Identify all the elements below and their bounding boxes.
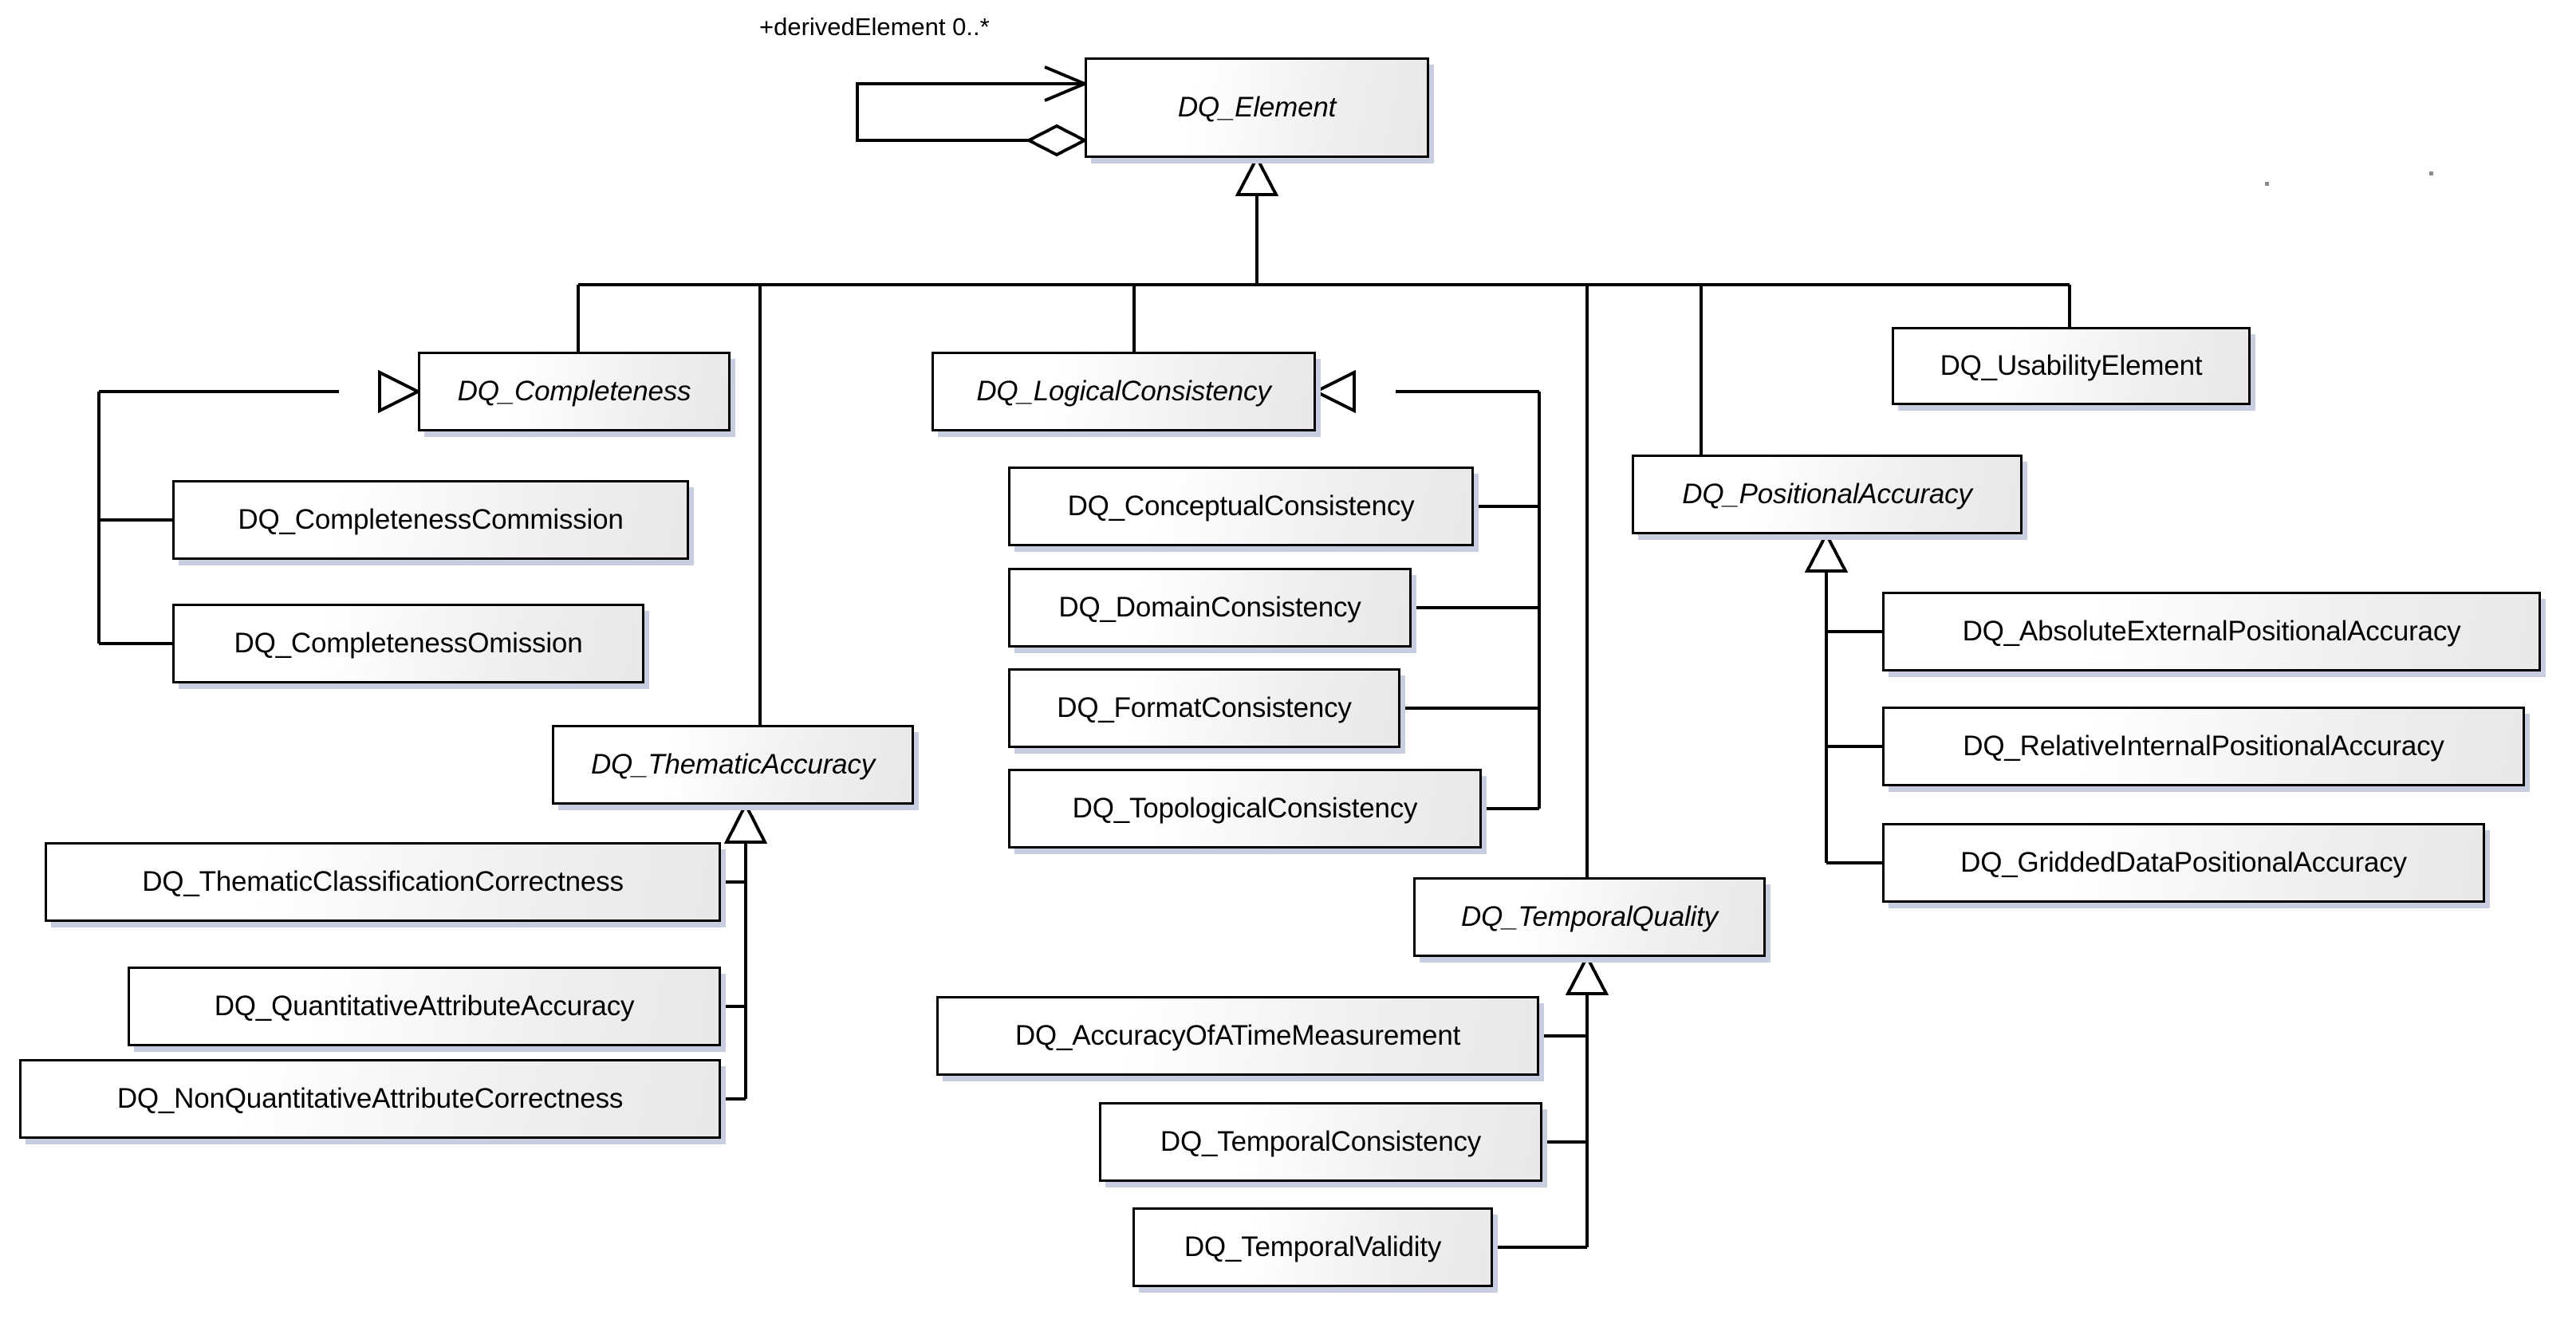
association-role-label: +derivedElement 0..* <box>759 13 990 41</box>
class-name-dq-thematic-accuracy: DQ_ThematicAccuracy <box>590 748 876 780</box>
association-arrowhead <box>1044 65 1089 102</box>
class-name-dq-logical-consistency: DQ_LogicalConsistency <box>976 375 1271 407</box>
class-name-dq-thematic-classification-correctness: DQ_ThematicClassificationCorrectness <box>142 865 624 897</box>
generalization-arrow-to-logical-consistency <box>1312 369 1356 414</box>
class-name-dq-positional-accuracy: DQ_PositionalAccuracy <box>1682 478 1972 510</box>
logical-consistency-subclass-edges <box>1396 390 1541 810</box>
generalization-arrow-to-positional-accuracy <box>1804 530 1849 573</box>
image-speck-left <box>2265 182 2269 186</box>
class-name-dq-non-quantitative-attribute-correctness: DQ_NonQuantitativeAttributeCorrectness <box>116 1082 624 1114</box>
generalization-arrow-to-element <box>1235 154 1279 196</box>
class-box-dq-temporal-validity[interactable]: DQ_TemporalValidity <box>1132 1207 1493 1287</box>
class-box-dq-domain-consistency[interactable]: DQ_DomainConsistency <box>1008 568 1412 648</box>
class-name-dq-domain-consistency: DQ_DomainConsistency <box>1058 591 1361 623</box>
class-name-dq-topological-consistency: DQ_TopologicalConsistency <box>1072 792 1418 824</box>
class-box-dq-temporal-consistency[interactable]: DQ_TemporalConsistency <box>1099 1102 1542 1182</box>
class-box-dq-thematic-accuracy[interactable]: DQ_ThematicAccuracy <box>552 725 914 805</box>
self-aggregation-edge <box>856 82 1085 142</box>
class-box-dq-completeness-omission[interactable]: DQ_CompletenessOmission <box>172 604 644 683</box>
class-box-dq-thematic-classification-correctness[interactable]: DQ_ThematicClassificationCorrectness <box>45 842 721 922</box>
class-name-dq-completeness-commission: DQ_CompletenessCommission <box>238 503 624 535</box>
aggregation-diamond <box>1025 124 1089 157</box>
class-name-dq-usability-element: DQ_UsabilityElement <box>1940 349 2203 381</box>
class-box-dq-absolute-external-positional-accuracy[interactable]: DQ_AbsoluteExternalPositionalAccuracy <box>1882 592 2541 671</box>
class-name-dq-absolute-external-positional-accuracy: DQ_AbsoluteExternalPositionalAccuracy <box>1962 615 2461 647</box>
class-box-dq-usability-element[interactable]: DQ_UsabilityElement <box>1892 327 2251 405</box>
class-name-dq-gridded-data-positional-accuracy: DQ_GriddedDataPositionalAccuracy <box>1960 846 2407 878</box>
image-speck-right <box>2429 171 2433 175</box>
positional-accuracy-subclass-edges <box>1825 573 1882 864</box>
generalization-arrow-to-temporal-quality <box>1565 953 1609 995</box>
class-name-dq-temporal-quality: DQ_TemporalQuality <box>1461 900 1718 932</box>
class-name-dq-completeness-omission: DQ_CompletenessOmission <box>234 627 583 659</box>
thematic-accuracy-subclass-edges <box>721 844 747 1101</box>
class-name-dq-temporal-consistency: DQ_TemporalConsistency <box>1160 1125 1482 1157</box>
class-name-dq-accuracy-of-a-time-measurement: DQ_AccuracyOfATimeMeasurement <box>1014 1019 1461 1051</box>
class-box-dq-temporal-quality[interactable]: DQ_TemporalQuality <box>1413 877 1766 957</box>
class-name-dq-format-consistency: DQ_FormatConsistency <box>1057 691 1352 723</box>
class-box-dq-topological-consistency[interactable]: DQ_TopologicalConsistency <box>1008 769 1482 849</box>
class-box-dq-conceptual-consistency[interactable]: DQ_ConceptualConsistency <box>1008 467 1474 546</box>
class-box-dq-logical-consistency[interactable]: DQ_LogicalConsistency <box>932 352 1316 431</box>
class-box-dq-element[interactable]: DQ_Element <box>1085 57 1429 158</box>
class-box-dq-gridded-data-positional-accuracy[interactable]: DQ_GriddedDataPositionalAccuracy <box>1882 823 2485 903</box>
class-box-dq-relative-internal-positional-accuracy[interactable]: DQ_RelativeInternalPositionalAccuracy <box>1882 707 2525 786</box>
class-box-dq-positional-accuracy[interactable]: DQ_PositionalAccuracy <box>1632 455 2023 534</box>
generalization-arrow-to-completeness <box>378 369 422 414</box>
class-box-dq-format-consistency[interactable]: DQ_FormatConsistency <box>1008 668 1400 748</box>
class-name-dq-relative-internal-positional-accuracy: DQ_RelativeInternalPositionalAccuracy <box>1963 730 2444 762</box>
class-name-dq-quantitative-attribute-accuracy: DQ_QuantitativeAttributeAccuracy <box>214 990 635 1022</box>
class-name-dq-completeness: DQ_Completeness <box>457 375 691 407</box>
class-name-dq-temporal-validity: DQ_TemporalValidity <box>1184 1231 1442 1262</box>
class-box-dq-accuracy-of-a-time-measurement[interactable]: DQ_AccuracyOfATimeMeasurement <box>936 996 1539 1076</box>
class-box-dq-non-quantitative-attribute-correctness[interactable]: DQ_NonQuantitativeAttributeCorrectness <box>19 1059 721 1139</box>
generalization-arrow-to-thematic-accuracy <box>723 801 768 844</box>
class-box-dq-completeness[interactable]: DQ_Completeness <box>418 352 731 431</box>
class-name-dq-conceptual-consistency: DQ_ConceptualConsistency <box>1067 490 1415 522</box>
class-box-dq-quantitative-attribute-accuracy[interactable]: DQ_QuantitativeAttributeAccuracy <box>128 967 721 1046</box>
class-name-dq-element: DQ_Element <box>1177 91 1337 123</box>
class-box-dq-completeness-commission[interactable]: DQ_CompletenessCommission <box>172 480 689 560</box>
